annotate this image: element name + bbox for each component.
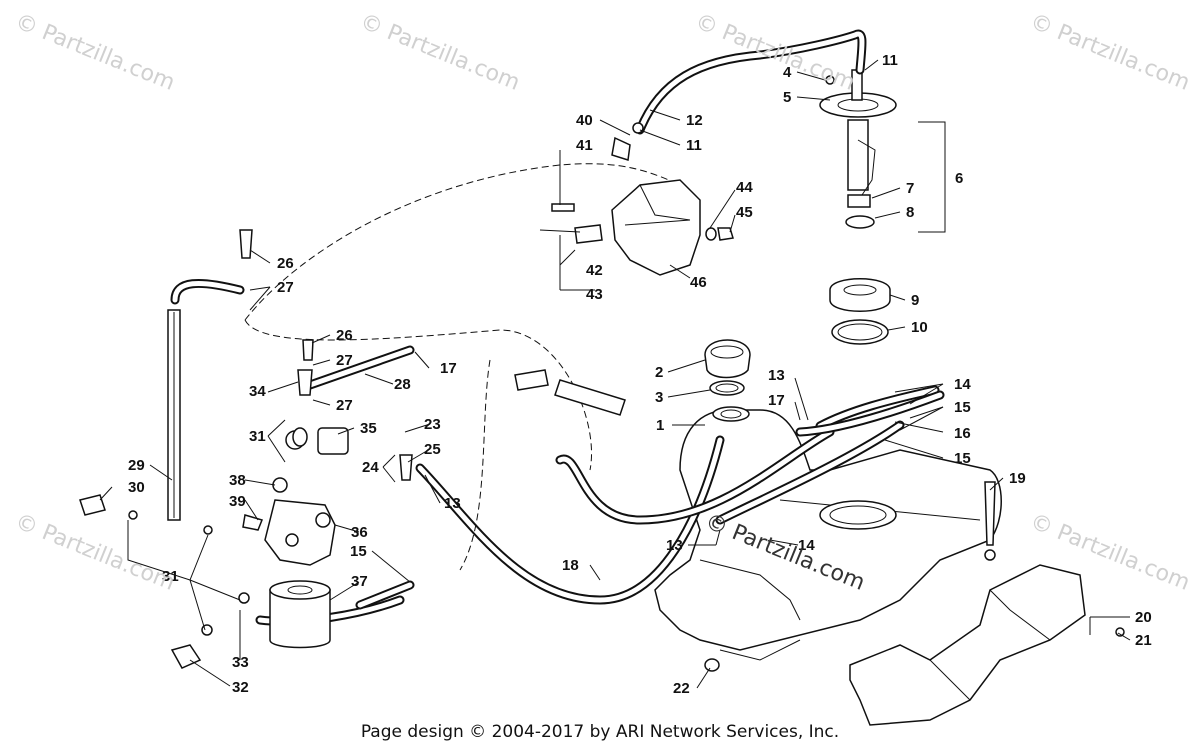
- callout-25: 25: [424, 441, 441, 458]
- callout-42: 42: [586, 262, 603, 279]
- callout-5: 5: [783, 89, 791, 106]
- callout-24: 24: [362, 459, 379, 476]
- callout-21: 21: [1135, 632, 1152, 649]
- callout-40: 40: [576, 112, 593, 129]
- callout-11-mid: 11: [686, 137, 702, 154]
- fuel-pump-assembly: [819, 69, 946, 345]
- callout-2: 2: [655, 364, 663, 381]
- callout-46: 46: [690, 274, 707, 291]
- callout-13-a: 13: [768, 367, 785, 384]
- callout-labels: 1 2 3 4 5 6 7 8 9 10 11 11 12 13 13 13 1…: [128, 52, 1152, 697]
- heat-shield: [849, 564, 1086, 726]
- callout-44: 44: [736, 179, 753, 196]
- callout-16: 16: [954, 425, 971, 442]
- callout-45: 45: [736, 204, 753, 221]
- callout-27-a: 27: [277, 279, 294, 296]
- callout-9: 9: [911, 292, 919, 309]
- callout-18: 18: [562, 557, 579, 574]
- fuel-pump-bracket: [539, 179, 734, 276]
- callout-27-b: 27: [336, 352, 353, 369]
- callout-35: 35: [360, 420, 377, 437]
- callout-31-b: 31: [162, 568, 179, 585]
- callout-22: 22: [673, 680, 690, 697]
- callout-3: 3: [655, 389, 663, 406]
- callout-30: 30: [128, 479, 145, 496]
- callout-20: 20: [1135, 609, 1152, 626]
- callout-1: 1: [656, 417, 664, 434]
- callout-7: 7: [906, 180, 914, 197]
- callout-15-b: 15: [954, 450, 971, 467]
- callout-15-c: 15: [350, 543, 367, 560]
- inline-filter: [514, 369, 626, 416]
- callout-43: 43: [586, 286, 603, 303]
- callout-41: 41: [576, 137, 593, 154]
- callout-38: 38: [229, 472, 246, 489]
- callout-29: 29: [128, 457, 145, 474]
- filler-cap: [704, 339, 751, 396]
- callout-31-a: 31: [249, 428, 266, 445]
- oil-filter-assembly: [264, 499, 336, 649]
- callout-28: 28: [394, 376, 411, 393]
- routing-dashed-1: [244, 319, 592, 471]
- leader-lines: [99, 59, 1131, 689]
- callout-19: 19: [1009, 470, 1026, 487]
- vent-line: [167, 309, 181, 521]
- callout-14-b: 14: [798, 537, 815, 554]
- callout-26-a: 26: [277, 255, 294, 272]
- fuel-tank: [654, 406, 1002, 661]
- callout-27-c: 27: [336, 397, 353, 414]
- callout-8: 8: [906, 204, 914, 221]
- routing-dashed-3: [459, 359, 491, 571]
- callout-17-b: 17: [440, 360, 457, 377]
- callout-23: 23: [424, 416, 441, 433]
- callout-33: 33: [232, 654, 249, 671]
- small-fasteners: [79, 75, 1125, 672]
- callout-34: 34: [249, 383, 266, 400]
- callout-39: 39: [229, 493, 246, 510]
- callout-12: 12: [686, 112, 703, 129]
- page-footer: Page design © 2004-2017 by ARI Network S…: [360, 722, 840, 742]
- callout-14-a: 14: [954, 376, 971, 393]
- valve-solenoid: [285, 427, 349, 455]
- callout-13-c: 13: [666, 537, 683, 554]
- callout-32: 32: [232, 679, 249, 696]
- callout-10: 10: [911, 319, 928, 336]
- routing-dashed-2: [244, 163, 691, 321]
- callout-17-a: 17: [768, 392, 785, 409]
- callout-6: 6: [955, 170, 963, 187]
- callout-26-b: 26: [336, 327, 353, 344]
- callout-37: 37: [351, 573, 368, 590]
- callout-36: 36: [351, 524, 368, 541]
- callout-15-a: 15: [954, 399, 971, 416]
- callout-13-b: 13: [444, 495, 461, 512]
- callout-4: 4: [783, 64, 792, 81]
- callout-11-top: 11: [882, 52, 898, 69]
